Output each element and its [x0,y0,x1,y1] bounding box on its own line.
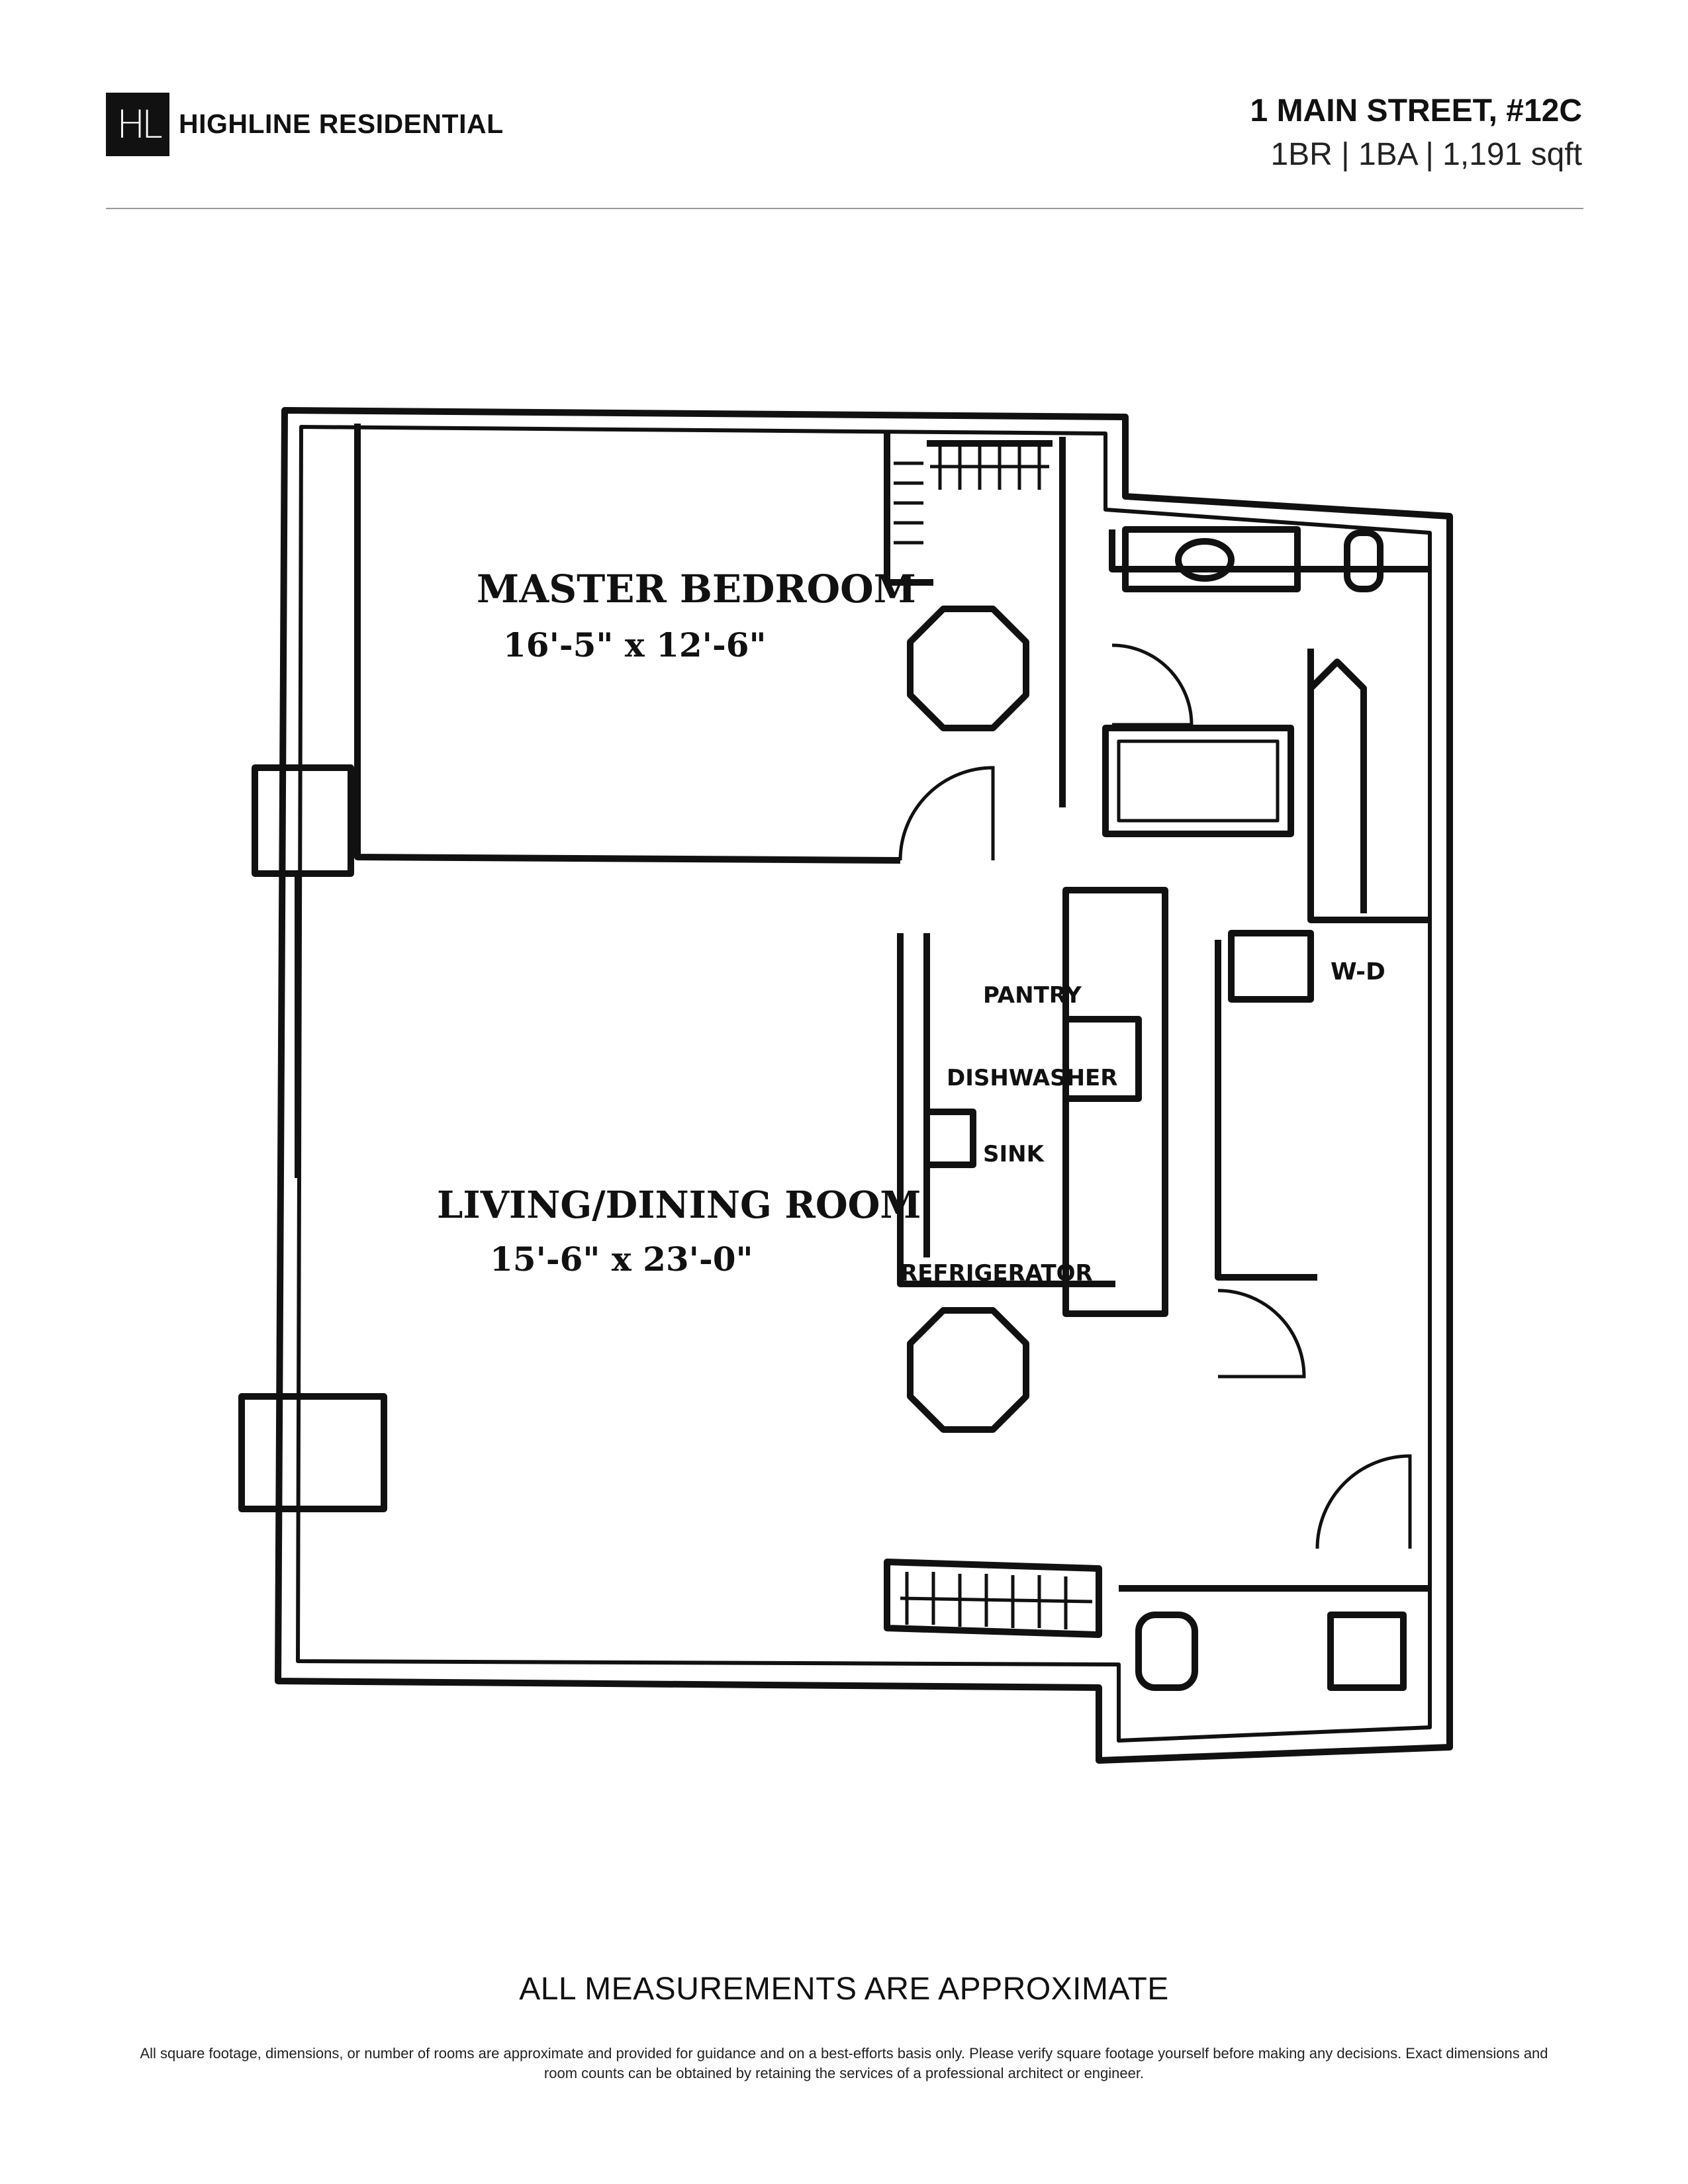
floor-plan: MASTER BEDROOM 16'-5" x 12'-6" LIVING/DI… [238,397,1470,1800]
closet-hangers [894,447,1068,1629]
laundry-wall [1215,940,1317,1281]
measurements-note: ALL MEASUREMENTS ARE APPROXIMATE [519,1972,1169,2007]
sink-label: SINK [983,1141,1045,1167]
bedroom-door-swing [898,766,995,861]
washer-dryer [1228,930,1314,1003]
living-room-dimensions: 15'-6" x 23'-0" [490,1240,753,1279]
header-divider [106,208,1583,209]
shower [1308,659,1367,913]
laundry-door-swing [1217,1289,1306,1379]
entry-closet [884,1559,1102,1638]
stove [1062,1016,1142,1102]
outer-wall-inner [296,425,1432,1743]
floor-plan-drawing: MASTER BEDROOM 16'-5" x 12'-6" LIVING/DI… [238,407,1453,1764]
outer-wall [275,407,1453,1764]
living-window-box [238,1393,387,1512]
entry-door-swing [1315,1454,1412,1549]
kitchen-counter [897,933,1115,1287]
toilet [1344,529,1383,592]
refrigerator-label: REFRIGERATOR [900,1260,1093,1287]
bathroom-wall [1109,529,1430,572]
vanity [1122,526,1301,592]
bedroom-dimensions: 16'-5" x 12'-6" [503,625,767,664]
bathroom-divider [1307,649,1430,923]
bathtub [1102,725,1294,837]
listing-specs: 1BR | 1BA | 1,191 sqft [1270,137,1582,172]
dining-round-table [907,1307,1029,1433]
bedroom-closet-wall [884,430,933,586]
dishwasher-label: DISHWASHER [947,1065,1117,1091]
entry-closet-rod [900,1596,1093,1604]
brand-name: HIGHLINE RESIDENTIAL [179,109,504,139]
bedroom-wall [354,424,901,864]
bathroom-door-swing [1111,643,1194,727]
sink-basin [923,1109,976,1168]
disclaimer-text: All square footage, dimensions, or numbe… [140,2045,1548,2081]
washer-dryer-label: W-D [1331,958,1385,985]
bedroom-round-table [907,606,1029,731]
bedroom-window-box [252,764,354,877]
vanity-sink [1175,538,1235,582]
brand-logo-text: HL [117,102,163,147]
brand-logo: HL [106,93,169,156]
living-room-name: LIVING/DINING ROOM [437,1183,921,1227]
listing-address: 1 MAIN STREET, #12C [1250,93,1582,128]
powder-sink [1327,1612,1407,1691]
bedroom-name: MASTER BEDROOM [477,567,916,612]
bathtub-inner [1117,739,1280,823]
powder-toilet [1135,1612,1198,1691]
pantry-label: PANTRY [983,982,1082,1009]
